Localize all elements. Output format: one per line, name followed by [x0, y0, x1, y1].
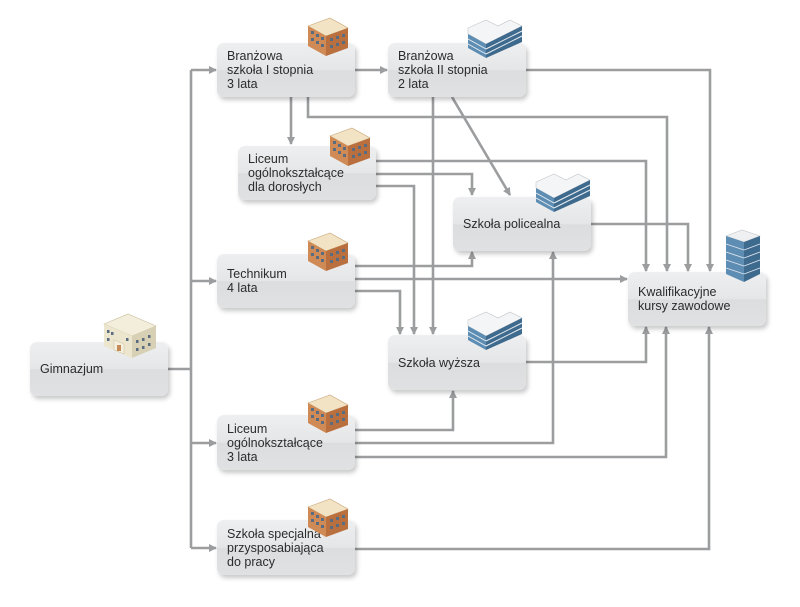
- brick-building-icon: [307, 394, 349, 433]
- node-label-line: Szkoła specjalna: [227, 526, 321, 541]
- glass-office-building-icon: [467, 19, 523, 58]
- edge-liceum3-policealna: [355, 251, 557, 445]
- node-label-line: 4 lata: [227, 281, 258, 295]
- node-szkola-wyzsza: Szkoła wyższa: [388, 335, 526, 390]
- node-label-line: Gimnazjum: [40, 362, 104, 376]
- edge-liceum3-wyzsza: [355, 390, 457, 432]
- node-kwalifikacyjne-kursy: Kwalifikacyjne kursy zawodowe: [628, 272, 766, 326]
- node-label-line: Branżowa: [227, 49, 283, 63]
- glass-office-building-icon: [467, 311, 523, 350]
- node-label-line: kursy zawodowe: [638, 299, 731, 313]
- edge-branzowa2-policealna: [450, 96, 512, 196]
- edge-liceum-dorosli-policealna: [376, 172, 476, 196]
- brick-building-icon: [307, 232, 349, 271]
- edge-technikum-wyzsza: [355, 289, 404, 335]
- edge-technikum-policealna: [355, 251, 476, 268]
- node-label-line: szkoła II stopnia: [398, 63, 488, 77]
- node-label-line: 3 lata: [227, 449, 258, 464]
- node-label-line: Kwalifikacyjne: [638, 285, 717, 299]
- node-label-line: ogólnokształcące: [248, 166, 344, 180]
- node-label-line: Szkoła wyższa: [398, 355, 480, 370]
- node-label-line: Szkoła policealna: [463, 217, 561, 231]
- node-szkola-policealna: Szkoła policealna: [453, 197, 591, 251]
- edge-liceum3-kwalifikacyjne: [355, 326, 670, 459]
- node-label-line: Liceum: [227, 421, 268, 436]
- glass-office-building-icon: [535, 173, 591, 212]
- edge-policealna-kwalifikacyjne: [591, 222, 692, 272]
- edge-branzowa2-kwalifikacyjne: [526, 68, 714, 272]
- brick-building-icon: [329, 127, 371, 166]
- node-label-line: ogólnokształcące: [227, 435, 323, 450]
- node-label-line: dla dorosłych: [248, 180, 322, 194]
- node-label-line: Liceum: [248, 152, 289, 166]
- brick-building-icon: [307, 17, 349, 56]
- classic-building-icon: [103, 313, 157, 358]
- node-label-line: Technikum: [227, 267, 287, 281]
- edge-specjalna-kwalifikacyjne: [355, 326, 713, 551]
- node-branzowa-2: Branżowa szkoła II stopnia 2 lata: [388, 43, 526, 97]
- node-label-line: przysposabiająca: [227, 540, 324, 555]
- node-label-line: 2 lata: [398, 77, 429, 91]
- node-label-line: Branżowa: [398, 49, 454, 63]
- edge-wyzsza-kwalifikacyjne: [526, 326, 650, 364]
- brick-building-icon: [307, 498, 349, 537]
- glass-tower-icon: [725, 229, 761, 282]
- node-label-line: do pracy: [227, 554, 275, 569]
- node-label-line: 3 lata: [227, 77, 258, 91]
- node-label-line: szkoła I stopnia: [227, 63, 314, 77]
- edge-liceum-dorosli-wyzsza: [376, 184, 418, 335]
- edge-liceum-dorosli-kwalifikacyjne: [376, 159, 650, 272]
- edge-branzowa1-kwalifikacyjne: [306, 97, 671, 272]
